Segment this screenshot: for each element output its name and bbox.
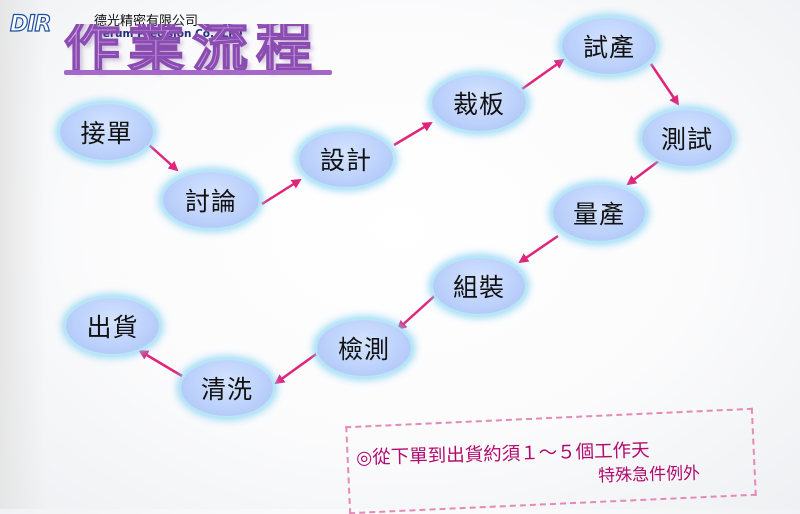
step-node: 接單 (60, 104, 153, 160)
step-node: 檢測 (317, 320, 411, 376)
step-label: 測試 (660, 125, 713, 154)
step-label: 討論 (184, 187, 237, 216)
left-edge-strip (0, 0, 46, 509)
flow-arrow (393, 121, 433, 147)
step-label: 裁板 (452, 90, 505, 119)
step-node: 量產 (553, 185, 645, 241)
step-node: 組裝 (433, 258, 525, 314)
flow-arrow (138, 349, 183, 378)
step-label: 檢測 (337, 335, 390, 364)
company-logo: DIR 德光精密有限公司 Derum Precision Co., LTD (8, 8, 242, 44)
flow-arrow (649, 63, 680, 106)
step-label: 設計 (319, 146, 372, 175)
step-label: 量產 (572, 200, 625, 229)
step-node: 討論 (163, 172, 259, 228)
flow-arrow (396, 290, 441, 331)
step-label: 試產 (582, 33, 635, 62)
flow-arrow (274, 350, 320, 385)
logo-mark: DIR (9, 11, 52, 37)
flow-arrow (626, 159, 661, 186)
company-name-chinese: 德光精密有限公司 (94, 14, 199, 29)
step-node: 測試 (642, 110, 732, 166)
step-label: 接單 (80, 119, 133, 148)
flow-arrow (521, 58, 565, 91)
company-name-english: Derum Precision Co., LTD (94, 28, 243, 40)
step-label: 清洗 (200, 375, 253, 404)
step-label: 組裝 (452, 273, 505, 302)
flow-arrow (518, 234, 559, 264)
step-node: 清洗 (181, 360, 273, 416)
flow-arrow (147, 143, 179, 172)
step-node: 設計 (299, 131, 393, 187)
step-node: 出貨 (66, 298, 159, 354)
step-label: 出貨 (86, 313, 139, 342)
flow-arrow (261, 178, 302, 206)
note-exception-text: 特殊急件例外 (597, 463, 701, 487)
step-node: 裁板 (432, 75, 526, 131)
step-node: 試產 (562, 18, 656, 74)
title-underline (64, 70, 332, 75)
